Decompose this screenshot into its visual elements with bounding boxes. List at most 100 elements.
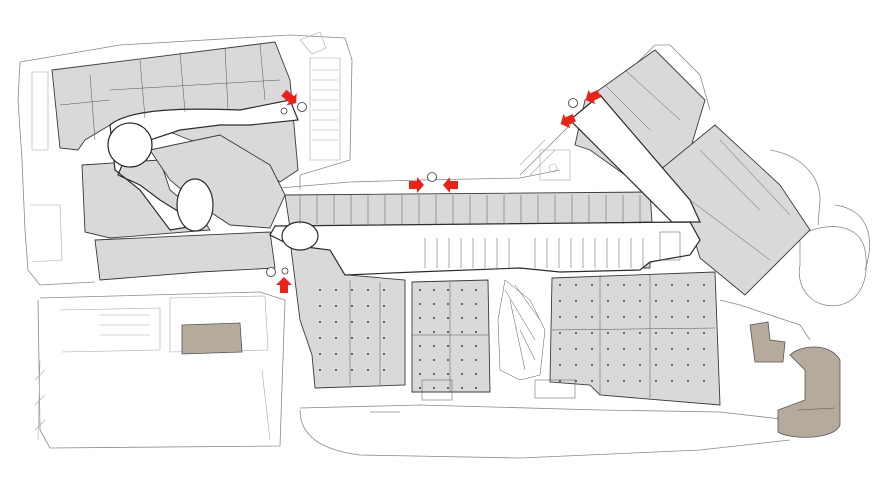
store-divider xyxy=(689,199,771,261)
column-point xyxy=(319,321,321,323)
column-point xyxy=(461,317,463,319)
corridor-nw-loop xyxy=(109,99,299,231)
store-divider xyxy=(89,74,96,141)
entrance-arrow-icon xyxy=(409,177,424,193)
column-point xyxy=(475,373,477,375)
column-point xyxy=(367,353,369,355)
column-point xyxy=(655,364,657,366)
column-point xyxy=(575,348,577,350)
court-west xyxy=(281,221,319,251)
column-point xyxy=(475,345,477,347)
column-point xyxy=(703,316,705,318)
annex-building-small xyxy=(749,321,786,363)
column-point xyxy=(447,289,449,291)
column-point xyxy=(639,316,641,318)
column-point xyxy=(671,380,673,382)
column-point xyxy=(575,316,577,318)
court-nw xyxy=(107,122,153,168)
column-points xyxy=(319,284,705,389)
column-point xyxy=(607,332,609,334)
column-point xyxy=(351,305,353,307)
column-point xyxy=(461,373,463,375)
column-point xyxy=(623,348,625,350)
store-divider xyxy=(699,149,761,211)
column-point xyxy=(433,317,435,319)
column-point xyxy=(335,321,337,323)
store-block-center-nw xyxy=(149,134,286,229)
store-block-south-center xyxy=(411,279,491,393)
store-divider xyxy=(109,79,281,91)
column-point xyxy=(639,284,641,286)
column-point xyxy=(591,316,593,318)
column-point xyxy=(671,300,673,302)
column-point xyxy=(475,289,477,291)
column-point xyxy=(319,353,321,355)
store-block-sw xyxy=(94,231,276,281)
column-point xyxy=(575,332,577,334)
column-point xyxy=(559,332,561,334)
column-point xyxy=(351,369,353,371)
column-point xyxy=(367,369,369,371)
column-point xyxy=(433,303,435,305)
site-details xyxy=(299,31,836,413)
circle-marker-icon xyxy=(297,102,307,112)
column-point xyxy=(383,289,385,291)
column-point xyxy=(383,353,385,355)
store-divider xyxy=(139,59,146,119)
column-point xyxy=(461,359,463,361)
column-point xyxy=(671,332,673,334)
column-point xyxy=(447,359,449,361)
column-point xyxy=(461,289,463,291)
column-point xyxy=(475,359,477,361)
store-divider xyxy=(224,47,229,111)
column-point xyxy=(575,364,577,366)
column-point xyxy=(703,364,705,366)
column-point xyxy=(319,337,321,339)
store-subdivisions xyxy=(59,43,791,398)
entrance-arrow-icon xyxy=(560,113,576,129)
column-point xyxy=(655,348,657,350)
column-point xyxy=(475,387,477,389)
column-point xyxy=(351,353,353,355)
column-point xyxy=(591,364,593,366)
column-point xyxy=(461,331,463,333)
column-point xyxy=(383,305,385,307)
column-point xyxy=(335,305,337,307)
store-divider xyxy=(59,99,111,106)
store-divider xyxy=(259,43,266,101)
column-point xyxy=(447,317,449,319)
column-point xyxy=(419,317,421,319)
column-point xyxy=(461,387,463,389)
column-point xyxy=(335,337,337,339)
column-point xyxy=(433,359,435,361)
column-point xyxy=(419,289,421,291)
entrances xyxy=(276,89,601,293)
column-point xyxy=(559,284,561,286)
column-point xyxy=(703,284,705,286)
column-point xyxy=(639,380,641,382)
column-point xyxy=(419,303,421,305)
column-point xyxy=(623,284,625,286)
column-point xyxy=(655,332,657,334)
column-point xyxy=(607,316,609,318)
column-point xyxy=(351,321,353,323)
column-point xyxy=(655,316,657,318)
column-point xyxy=(671,364,673,366)
circle-markers xyxy=(266,98,578,277)
column-point xyxy=(607,300,609,302)
column-point xyxy=(367,305,369,307)
column-point xyxy=(475,303,477,305)
column-point xyxy=(575,380,577,382)
column-point xyxy=(687,364,689,366)
column-point xyxy=(383,337,385,339)
annex-building xyxy=(181,322,243,355)
column-point xyxy=(559,380,561,382)
column-point xyxy=(591,300,593,302)
column-point xyxy=(655,300,657,302)
column-point xyxy=(607,284,609,286)
column-point xyxy=(319,369,321,371)
entrance-arrow-icon xyxy=(443,177,458,193)
column-point xyxy=(591,284,593,286)
column-point xyxy=(623,380,625,382)
column-point xyxy=(703,348,705,350)
